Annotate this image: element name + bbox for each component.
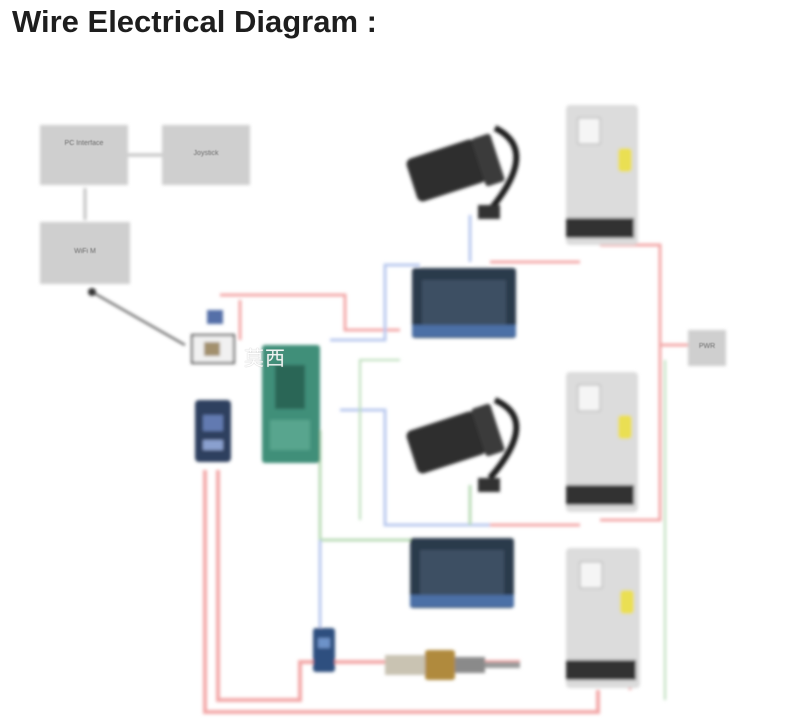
wifi-module-label: WiFi M: [74, 248, 96, 255]
power-supply-3: [566, 548, 640, 688]
joystick-label: Joystick: [193, 150, 219, 157]
stepper-motor-2: [406, 397, 520, 492]
usb-connector: [191, 310, 235, 364]
sensor-module: [313, 628, 335, 672]
watermark: 莫西: [244, 346, 286, 370]
power-block: [688, 330, 726, 366]
power-supply-1: [566, 105, 638, 245]
power-supply-2: [566, 372, 638, 512]
spindle: [385, 650, 520, 680]
stepper-driver-1: [412, 268, 516, 338]
relay-module: [195, 400, 231, 462]
power-label: PWR: [698, 343, 716, 350]
pc-interface-label: PC Interface: [64, 140, 104, 147]
pc-interface-block: [40, 125, 128, 185]
page-title: Wire Electrical Diagram :: [12, 4, 377, 39]
wifi-module-block: [40, 222, 130, 296]
stepper-driver-2: [410, 538, 514, 608]
joystick-block: [162, 125, 250, 185]
controller-board: [262, 345, 320, 463]
stepper-motor-1: [406, 125, 520, 219]
